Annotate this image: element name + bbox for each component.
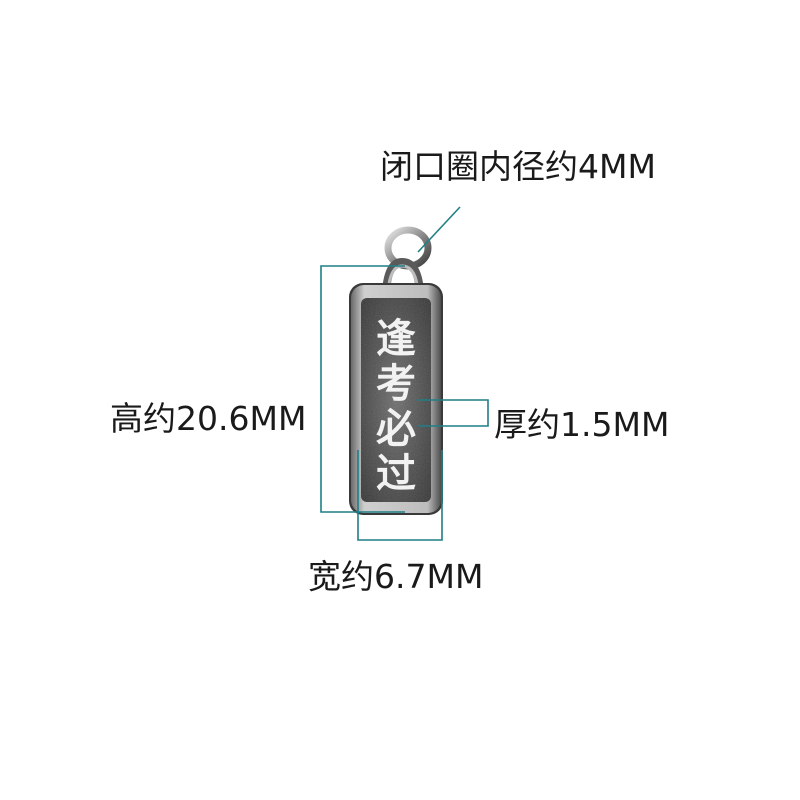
pendant-tag: 逢 考 必 过 xyxy=(349,283,443,515)
thickness-label: 厚约1.5MM xyxy=(494,405,670,444)
engraving-char-2: 考 xyxy=(376,361,416,407)
engraving-char-3: 必 xyxy=(376,406,416,452)
ring-diameter-label: 闭口圈内径约4MM xyxy=(380,147,656,186)
engraving-char-1: 逢 xyxy=(376,316,416,362)
width-bracket xyxy=(357,450,443,541)
thickness-bracket xyxy=(418,399,489,427)
height-bracket xyxy=(320,265,405,513)
height-label: 高约20.6MM xyxy=(110,399,307,438)
dimension-lines xyxy=(320,206,489,541)
engraving-char-4: 过 xyxy=(376,451,416,497)
width-label: 宽约6.7MM xyxy=(308,557,484,596)
ring-leader-line xyxy=(417,206,461,253)
